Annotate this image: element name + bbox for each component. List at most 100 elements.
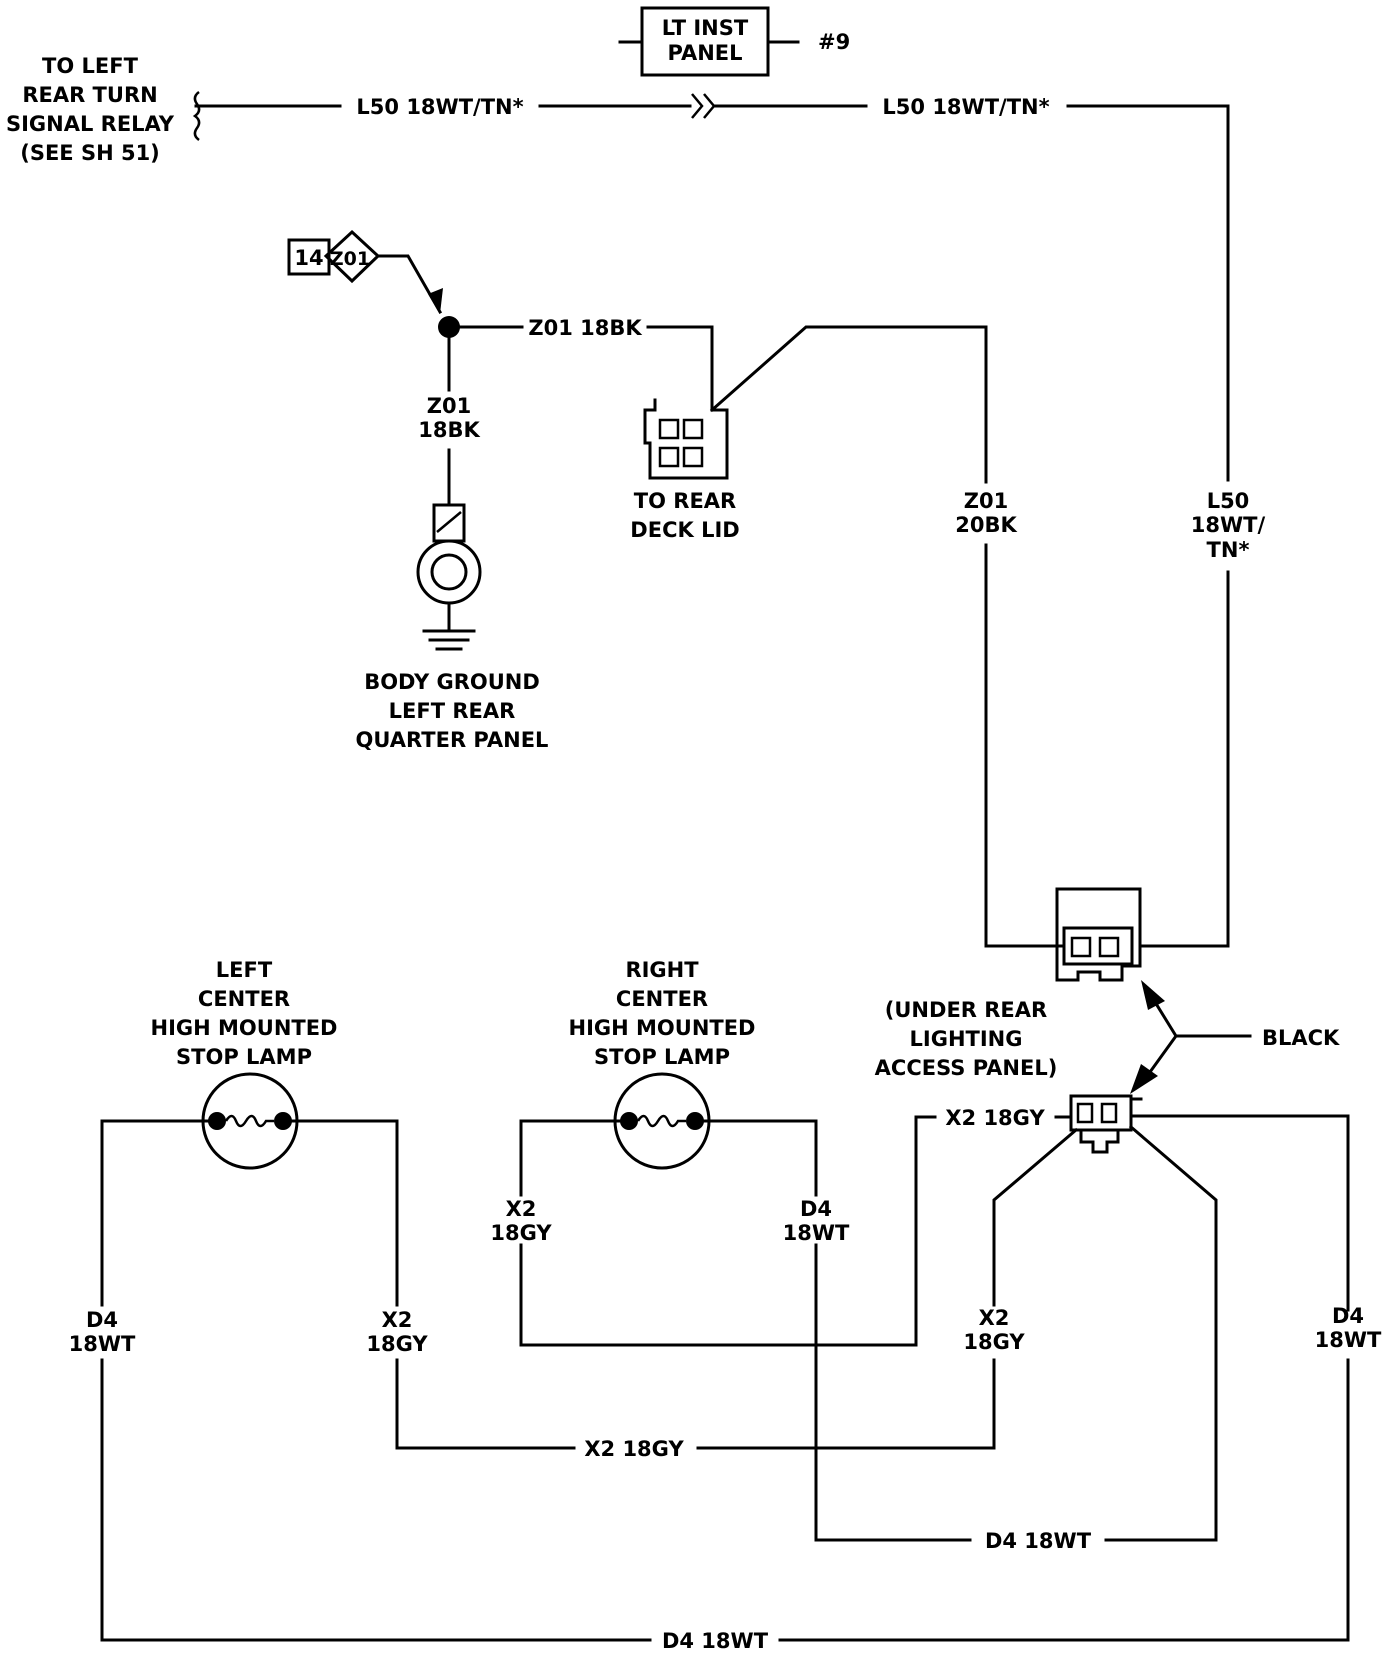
deck-lid-label-1: TO REAR: [634, 489, 736, 513]
left-lamp-label-3: HIGH MOUNTED: [151, 1016, 338, 1040]
ground-label-line-1: BODY GROUND: [364, 670, 540, 694]
black-leader-down: [1147, 1033, 1179, 1075]
wire-x2-rl-label-1: X2: [506, 1197, 537, 1221]
wire-z01-vert-label-2: 18BK: [418, 418, 480, 442]
ground-ref-leader: [376, 254, 443, 315]
deck-lid-pin-2: [682, 418, 704, 440]
black-arrow-up-icon: [1141, 980, 1165, 1010]
right-lamp-filament-icon: [636, 1114, 686, 1128]
wire-z01-18bk-label: Z01 18BK: [528, 316, 642, 340]
wire-d4-rr-a: [693, 1119, 818, 1197]
harness-connector-body: [1069, 1094, 1133, 1132]
wire-d4-mid-label: D4 18WT: [985, 1529, 1092, 1553]
black-leader-up: [1152, 999, 1252, 1038]
wire-d4-right-label-2: 18WT: [1315, 1328, 1382, 1352]
wire-x2-right-label-1: X2: [979, 1306, 1010, 1330]
ground-ref-arrow-icon: [428, 288, 443, 314]
ground-label-line-2: LEFT REAR: [389, 699, 516, 723]
harness-pin-1: [1076, 1102, 1094, 1124]
labels: TO LEFT REAR TURN SIGNAL RELAY (SEE SH 5…: [6, 16, 1382, 1653]
wire-d4-left-b: [100, 1358, 652, 1642]
wire-d4-rr-label-1: D4: [800, 1197, 832, 1221]
connector-note-2: LIGHTING: [910, 1027, 1023, 1051]
wire-d4-left-a: [100, 1119, 219, 1307]
harness-latch: [1079, 1128, 1120, 1154]
left-relay-line-2: REAR TURN: [22, 83, 157, 107]
ground-ref-code: Z01: [330, 248, 370, 270]
wire-l50-vert-label-3: TN*: [1207, 538, 1250, 562]
relay-connector-symbol: [192, 90, 201, 142]
wire-d4-right-up: [1129, 1114, 1350, 1312]
deck-lid-label-2: DECK LID: [630, 518, 739, 542]
left-lamp-filament-icon: [224, 1114, 274, 1128]
left-relay-line-3: SIGNAL RELAY: [6, 112, 175, 136]
wire-l50-vert-label-1: L50: [1207, 489, 1250, 513]
left-lamp-label-1: LEFT: [216, 958, 273, 982]
ground-ref-num: 14: [294, 246, 323, 270]
wire-x2-left-a: [281, 1119, 399, 1307]
ground-eyelet-slash: [436, 511, 462, 533]
wire-d4-rr-b: [814, 1243, 972, 1542]
lamp-circuits: [100, 1072, 1350, 1642]
wire-x2-right-label-2: 18GY: [963, 1330, 1025, 1354]
black-callout: [1130, 980, 1252, 1094]
wire-x2-left-label-2: 18GY: [366, 1332, 428, 1356]
inline-connector-chevron-icon: [691, 93, 716, 119]
wire-z01-20bk-label-2: 20BK: [955, 513, 1017, 537]
access-connector-body: [1062, 926, 1134, 966]
access-connector-pin-2: [1098, 936, 1120, 958]
l50-circuit: [192, 6, 1230, 948]
wire-l50-right-label: L50 18WT/TN*: [882, 95, 1049, 119]
wire-d4-rr-label-2: 18WT: [783, 1221, 850, 1245]
splice-ref: #9: [818, 30, 850, 54]
ground-eyelet-outer: [416, 539, 482, 605]
deck-lid-pin-4: [682, 446, 704, 468]
right-lamp-label-1: RIGHT: [625, 958, 699, 982]
deck-lid-pin-1: [658, 418, 680, 440]
access-connector-pin-1: [1070, 936, 1092, 958]
wire-x2-top-label: X2 18GY: [945, 1106, 1045, 1130]
lamp-harness-connector: [1069, 1094, 1143, 1154]
connector-color: BLACK: [1262, 1026, 1340, 1050]
wire-x2-bottom-right: [696, 1358, 996, 1450]
wire-z01-20bk-b: [984, 543, 1066, 948]
wire-x2-right-up: [992, 1127, 1079, 1307]
wire-x2-bottom-label: X2 18GY: [584, 1437, 684, 1461]
wire-d4-left-label-1: D4: [86, 1308, 118, 1332]
left-relay-line-4: (SEE SH 51): [20, 141, 160, 165]
wire-x2-left-b: [395, 1358, 576, 1450]
left-relay-line-1: TO LEFT: [42, 54, 139, 78]
harness-pin-2: [1100, 1102, 1118, 1124]
access-panel-connector: [1055, 887, 1142, 982]
deck-lid-connector-shell: [643, 398, 729, 480]
wire-d4-bottom-label: D4 18WT: [662, 1629, 769, 1653]
wire-x2-rl-b: [519, 1115, 937, 1347]
wire-d4-bottom-right: [778, 1358, 1350, 1642]
access-connector-shell: [1055, 887, 1142, 982]
wire-d4-left-label-2: 18WT: [69, 1332, 136, 1356]
right-lamp-label-2: CENTER: [616, 987, 708, 1011]
lt-inst-panel-line-1: LT INST: [662, 16, 749, 40]
wire-z01-20bk-a: [709, 325, 988, 484]
wire-x2-rl-a: [519, 1119, 631, 1197]
connector-note-3: ACCESS PANEL): [875, 1056, 1058, 1080]
wire-d4-right-label-1: D4: [1332, 1304, 1364, 1328]
ground-circuit: [287, 229, 1066, 948]
ground-eyelet-inner: [430, 553, 468, 591]
connector-note-1: (UNDER REAR: [885, 998, 1047, 1022]
ground-ref-diamond: [323, 229, 381, 284]
ground-label-line-3: QUARTER PANEL: [356, 728, 549, 752]
left-lamp-label-4: STOP LAMP: [176, 1045, 312, 1069]
wire-x2-left-label-1: X2: [382, 1308, 413, 1332]
lt-inst-panel-line-2: PANEL: [667, 41, 742, 65]
deck-lid-pin-3: [658, 446, 680, 468]
right-lamp-label-3: HIGH MOUNTED: [569, 1016, 756, 1040]
wire-d4-mid-right: [1104, 1124, 1218, 1542]
wire-l50-left-label: L50 18WT/TN*: [356, 95, 523, 119]
wire-x2-rl-label-2: 18GY: [490, 1221, 552, 1245]
right-lamp-label-4: STOP LAMP: [594, 1045, 730, 1069]
left-lamp-label-2: CENTER: [198, 987, 290, 1011]
black-arrow-down-icon: [1130, 1064, 1158, 1094]
wire-l50-vert-label-2: 18WT/: [1191, 513, 1266, 537]
